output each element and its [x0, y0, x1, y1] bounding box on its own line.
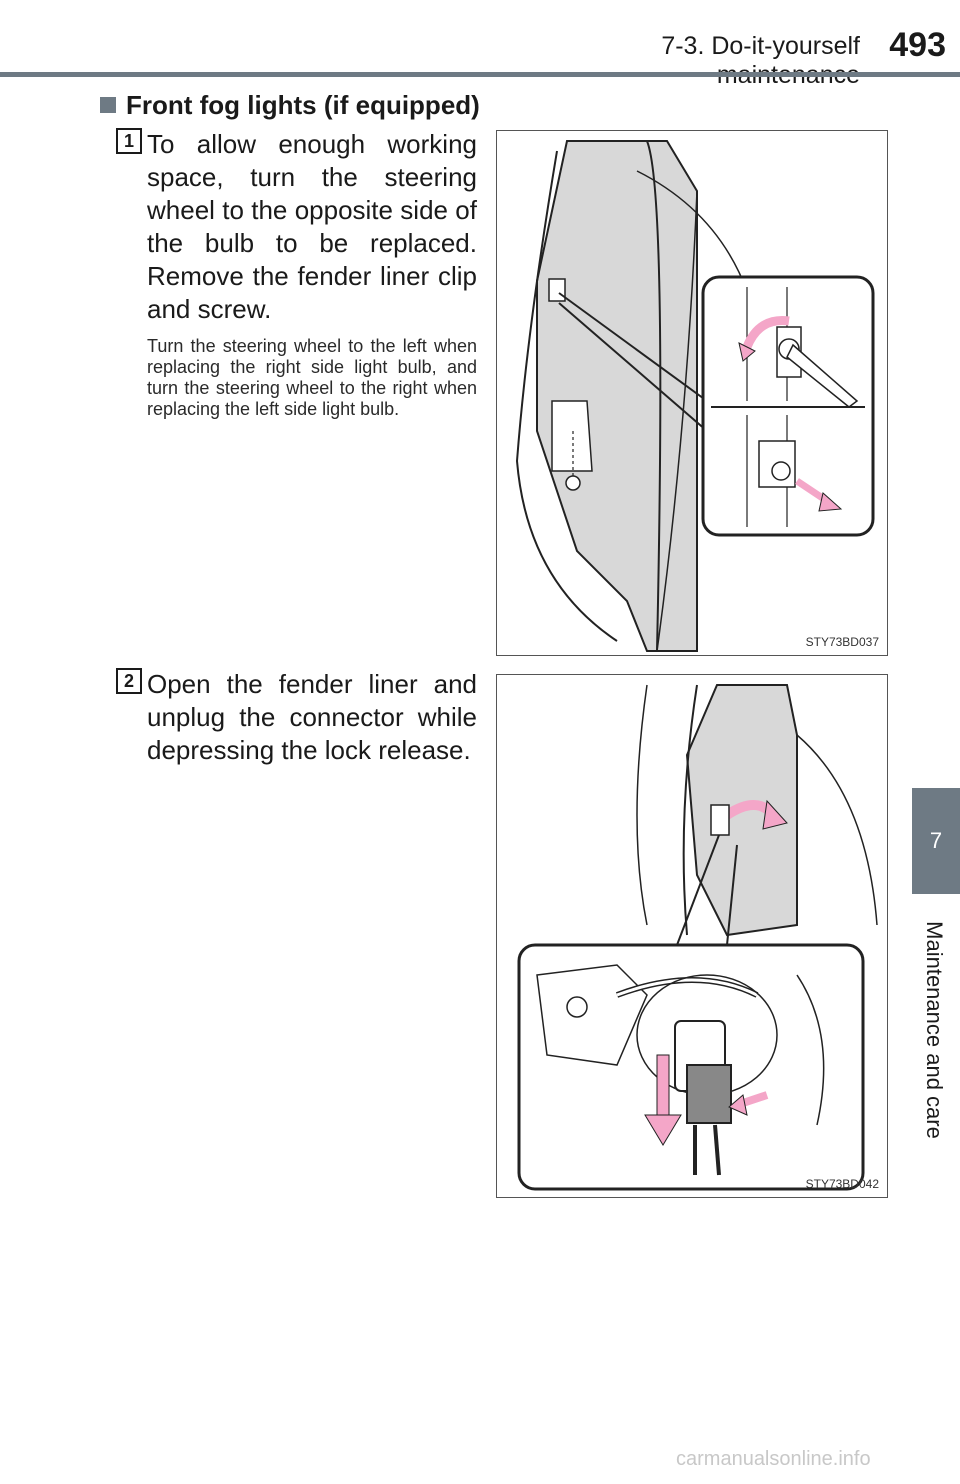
step-1-figure: STY73BD037 [496, 130, 888, 656]
section-heading-text: Front fog lights (if equipped) [126, 90, 480, 120]
chapter-label-container: Maintenance and care [908, 900, 960, 1160]
fender-liner-illustration [515, 140, 875, 652]
section-heading: Front fog lights (if equipped) [100, 90, 480, 121]
step-2-badge: 2 [116, 668, 142, 694]
chapter-label: Maintenance and care [922, 921, 948, 1139]
page-number: 493 [889, 26, 946, 64]
header-section-title: 7-3. Do-it-yourself maintenance [661, 32, 860, 89]
header-rule [0, 72, 960, 77]
step-1-badge: 1 [116, 128, 142, 154]
step-2-figure: STY73BD042 [496, 674, 888, 1198]
step-1-text: To allow enough working space, turn the … [147, 129, 477, 324]
connector-illustration [517, 684, 878, 1191]
figure-2-code: STY73BD042 [805, 1177, 879, 1191]
chapter-number: 7 [929, 828, 943, 853]
step-2-text: Open the fender liner and unplug the con… [147, 669, 477, 765]
square-bullet-icon [100, 97, 116, 113]
figure-1-code: STY73BD037 [805, 635, 879, 649]
chapter-tab[interactable]: 7 [912, 788, 960, 894]
step-1-note: Turn the steering wheel to the left when… [147, 336, 477, 419]
watermark: carmanualsonline.info [676, 1448, 871, 1470]
